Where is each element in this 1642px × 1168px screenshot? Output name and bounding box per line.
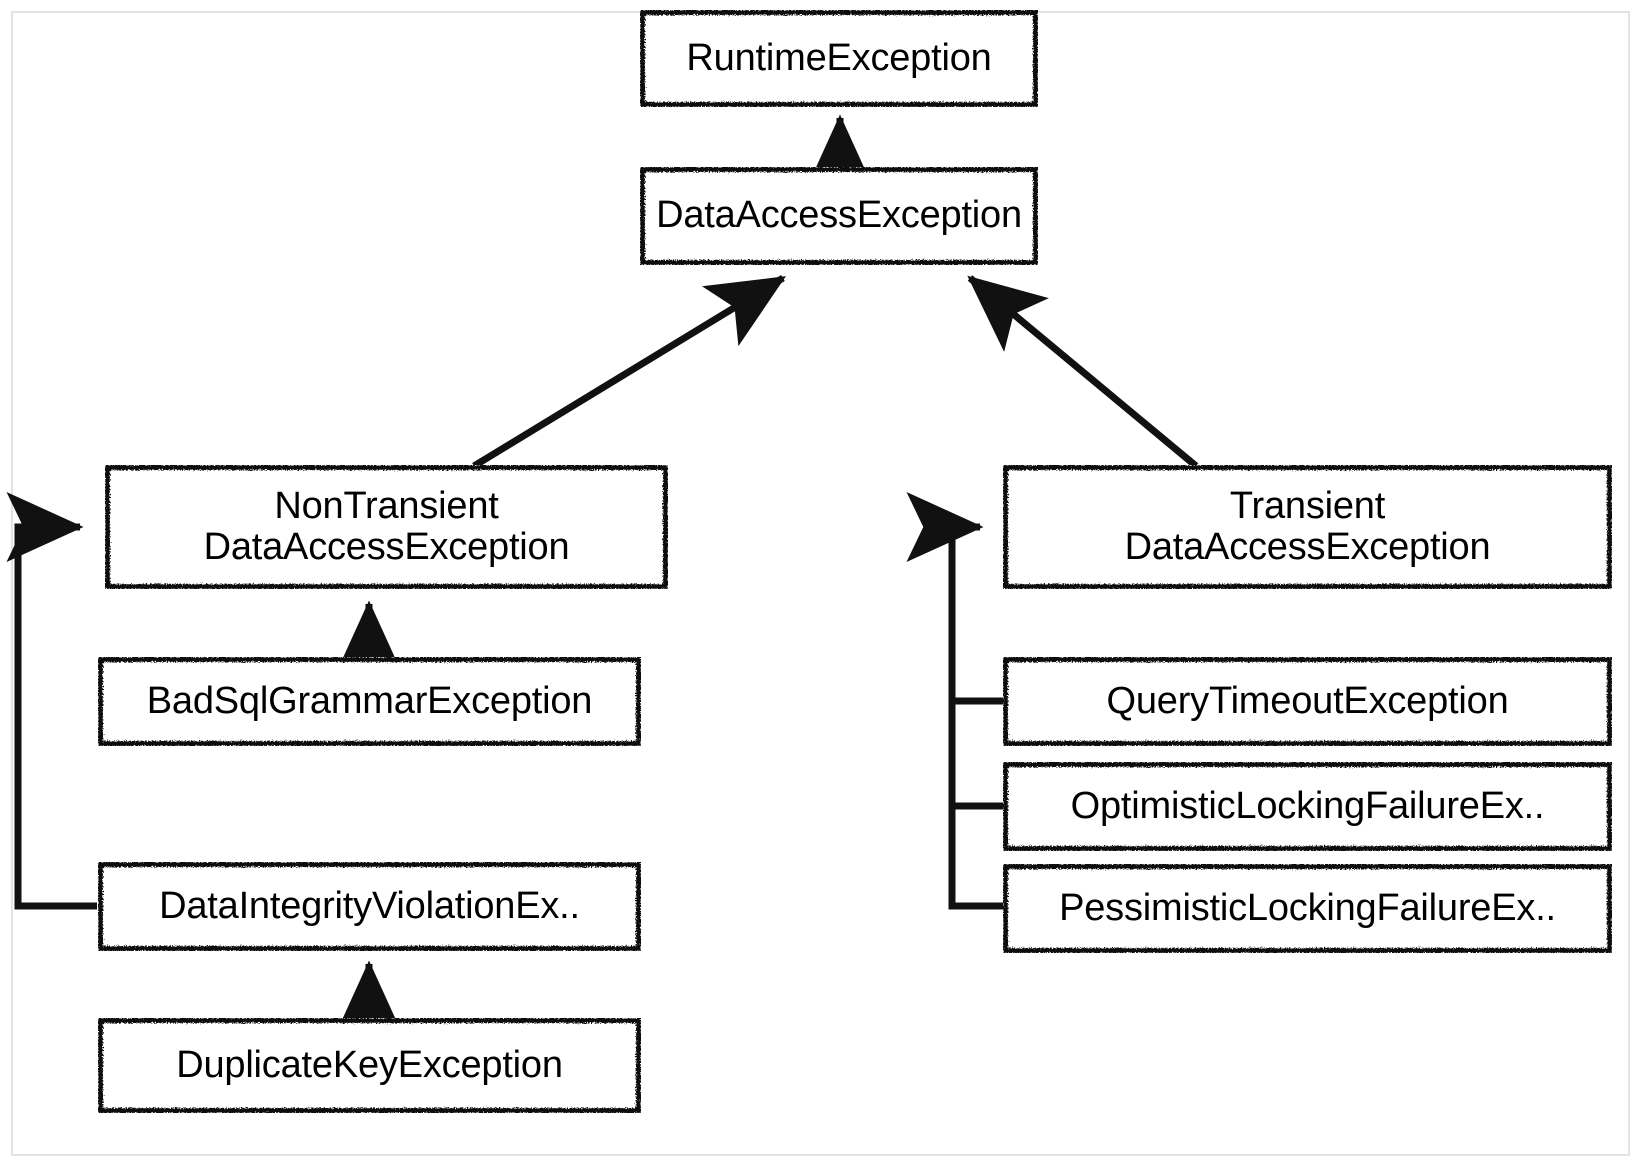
node-label: Transient DataAccessException: [1124, 484, 1491, 568]
node-duplicate-key-exception[interactable]: DuplicateKeyException: [98, 1018, 641, 1113]
edge-nontransient-to-dae: [472, 275, 786, 469]
node-bad-sql-grammar-exception[interactable]: BadSqlGrammarException: [98, 657, 641, 746]
node-label: NonTransient DataAccessException: [203, 484, 570, 568]
node-runtime-exception[interactable]: RuntimeException: [640, 10, 1038, 107]
node-label: PessimisticLockingFailureEx..: [1059, 886, 1556, 929]
node-transient-data-access-exception[interactable]: Transient DataAccessException: [1003, 465, 1612, 589]
node-label: RuntimeException: [686, 36, 992, 79]
edge-transient-to-dae: [967, 275, 1199, 469]
node-data-access-exception[interactable]: DataAccessException: [640, 167, 1038, 265]
node-query-timeout-exception[interactable]: QueryTimeoutException: [1003, 657, 1612, 746]
node-non-transient-data-access-exception[interactable]: NonTransient DataAccessException: [105, 465, 668, 589]
node-label: DataAccessException: [656, 194, 1022, 237]
node-data-integrity-violation-exception[interactable]: DataIntegrityViolationEx..: [98, 862, 641, 951]
node-label: DuplicateKeyException: [176, 1043, 563, 1086]
node-label: OptimisticLockingFailureEx..: [1070, 784, 1545, 827]
node-label: QueryTimeoutException: [1106, 679, 1509, 722]
node-label: BadSqlGrammarException: [146, 679, 593, 722]
node-pessimistic-locking-failure-exception[interactable]: PessimisticLockingFailureEx..: [1003, 864, 1612, 953]
node-label: DataIntegrityViolationEx..: [159, 884, 580, 927]
edge-dataintegrity-to-nontransient: [6, 492, 97, 910]
node-optimistic-locking-failure-exception[interactable]: OptimisticLockingFailureEx..: [1003, 762, 1612, 851]
edge-bus-right-trunk: [906, 492, 1003, 910]
